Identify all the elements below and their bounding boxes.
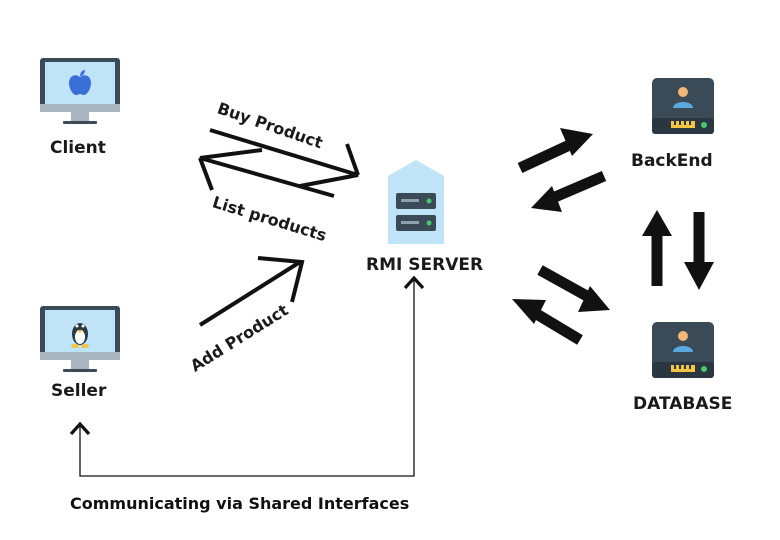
shared-interface-connector [69,275,425,477]
seller-label: Seller [51,381,107,401]
seller-monitor-icon [40,306,120,372]
client-label: Client [50,138,106,158]
database-drive-icon [652,322,714,378]
apple-logo-icon [69,70,91,95]
list-products-arrow [198,148,335,198]
database-to-backend-arrow [642,210,672,286]
rmi-server-label: RMI SERVER [366,255,484,275]
backend-drive-icon [652,78,714,134]
client-monitor-icon [40,58,120,124]
backend-to-database-arrow [684,212,714,290]
tux-penguin-icon [71,323,89,348]
database-to-server-arrow [512,299,583,345]
add-product-arrow [198,256,305,327]
backend-label: BackEnd [631,151,713,171]
backend-to-server-arrow [531,170,607,212]
server-to-database-arrow [537,265,610,312]
database-label: DATABASE [633,394,733,414]
server-to-backend-arrow [517,128,593,173]
shared-interfaces-caption: Communicating via Shared Interfaces [70,494,410,513]
rmi-server-icon [388,160,444,244]
buy-product-arrow [209,128,360,188]
